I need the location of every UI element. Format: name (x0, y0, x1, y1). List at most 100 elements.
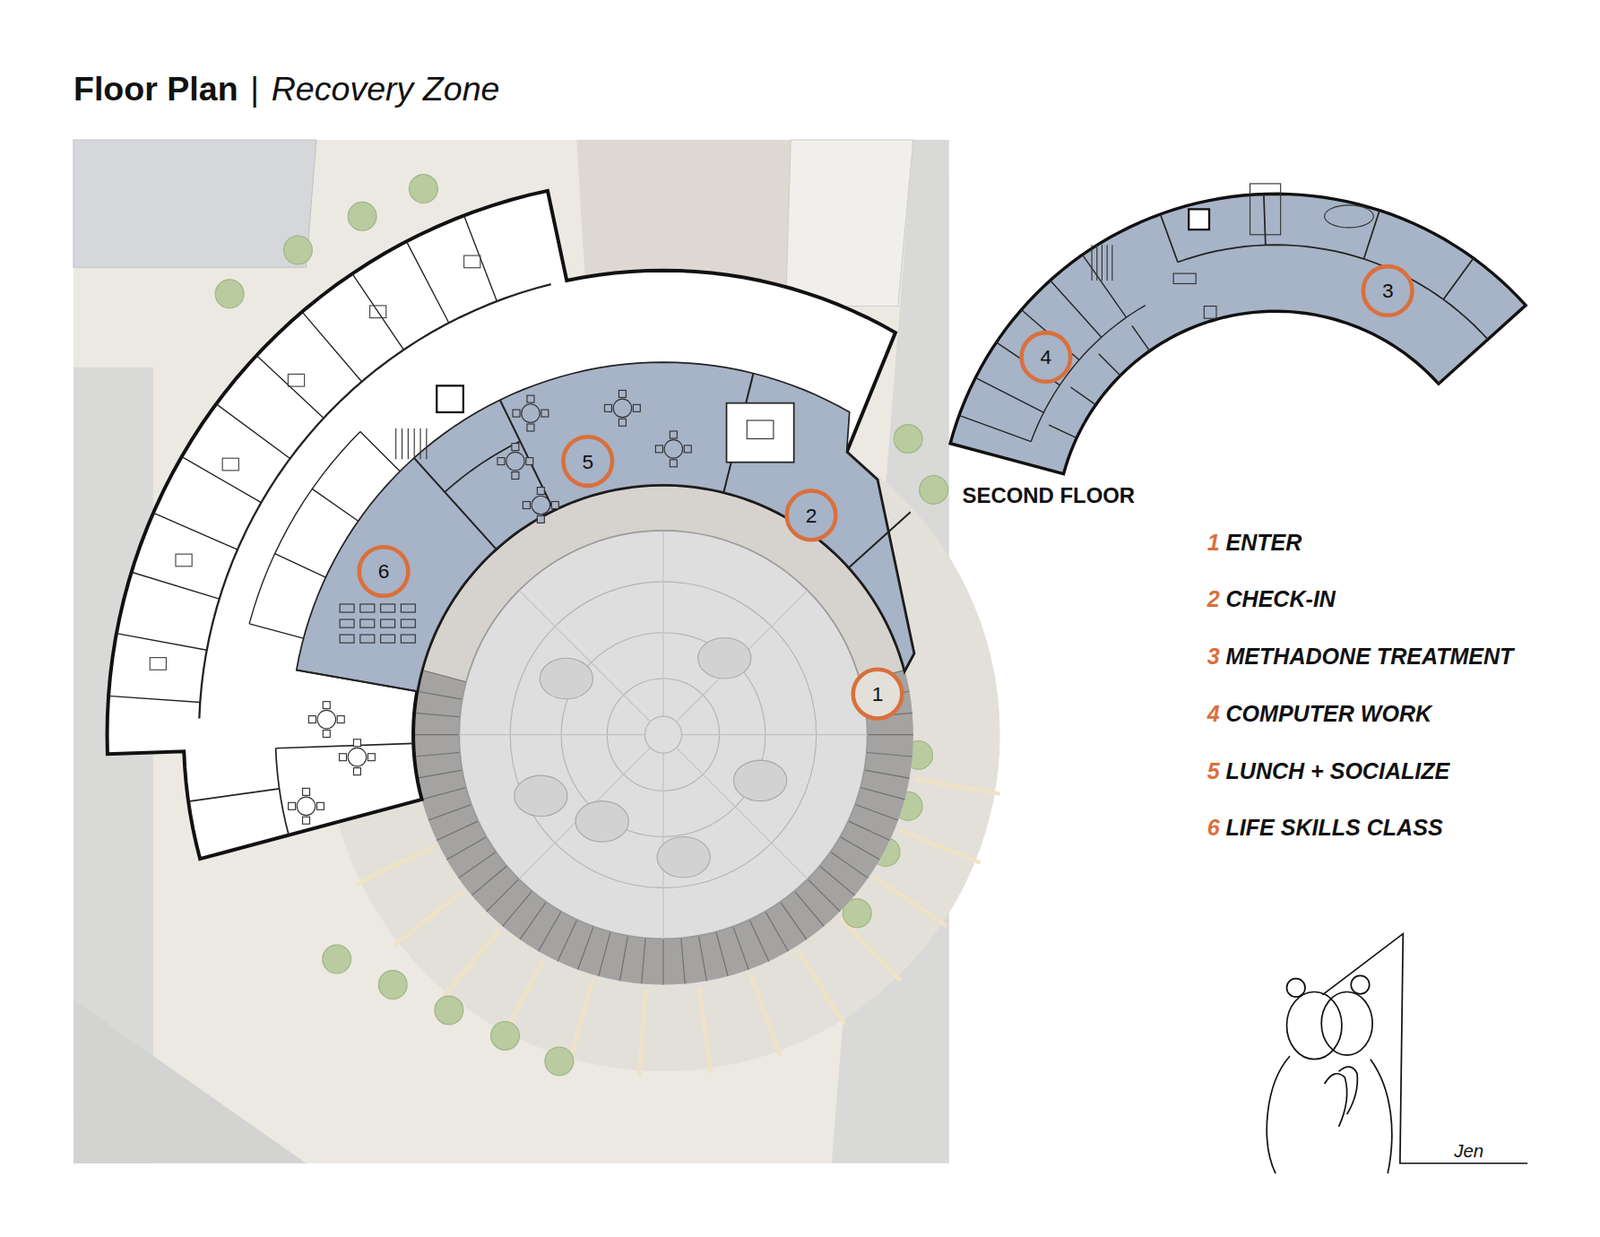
chair (302, 787, 311, 796)
dome-rib (675, 590, 808, 723)
wall (975, 377, 1044, 413)
desk (400, 619, 416, 628)
wall (500, 399, 554, 511)
step-label: COMPUTER WORK (1225, 700, 1432, 727)
planting (657, 836, 710, 878)
step-line (414, 752, 460, 756)
step-line (428, 804, 472, 822)
chair (551, 501, 559, 510)
callout-circle: 3 (1361, 264, 1415, 318)
chair (322, 730, 330, 738)
second-floor (950, 183, 1526, 475)
wall (1048, 424, 1077, 438)
planting (698, 637, 752, 679)
step-line (502, 890, 533, 926)
table (506, 451, 525, 470)
chair (536, 487, 545, 495)
step-label: LUNCH + SOCIALIZE (1225, 758, 1450, 785)
neighbour-building (786, 139, 914, 307)
dome-rib (681, 734, 867, 736)
chair (618, 418, 626, 426)
table (521, 404, 540, 423)
desk (339, 604, 355, 613)
planting (514, 775, 568, 817)
chair (353, 768, 361, 776)
window-frame (1322, 934, 1528, 1164)
sofa (1203, 306, 1217, 320)
planting (734, 760, 788, 802)
figure-head (1287, 992, 1342, 1060)
tree (491, 1021, 520, 1051)
chair (522, 501, 530, 510)
office-desk (149, 657, 166, 671)
step-label: LIFE SKILLS CLASS (1225, 815, 1443, 842)
planting (575, 801, 629, 843)
step-line (413, 734, 459, 736)
dome-rib (518, 590, 651, 723)
step-line (716, 932, 728, 977)
title-separator: | (250, 69, 260, 108)
table-set (308, 701, 345, 738)
chair (655, 445, 663, 453)
callout-number: 3 (1382, 279, 1394, 303)
table (613, 398, 632, 417)
step-line (749, 919, 770, 961)
desk (380, 619, 396, 628)
wall (276, 743, 415, 748)
step-line (819, 865, 855, 896)
wall (216, 404, 290, 459)
callout-number: 1 (1207, 529, 1220, 556)
step-line (860, 787, 905, 800)
plaza-ring (413, 484, 914, 986)
building-outline (107, 190, 915, 859)
callout-number: 5 (581, 449, 594, 473)
light-ray (639, 989, 646, 1077)
chair (497, 458, 505, 466)
chair (316, 802, 324, 810)
first-floor (107, 190, 915, 859)
desk (339, 619, 355, 628)
chair (536, 515, 545, 523)
figure-head (1321, 992, 1373, 1056)
callout-circle: 6 (356, 544, 410, 598)
step-line (471, 865, 507, 896)
callout-ring (853, 669, 903, 719)
wall (198, 284, 551, 719)
wall (1177, 244, 1488, 339)
desk (400, 634, 416, 643)
office-desk (287, 373, 304, 387)
wall (256, 355, 324, 419)
callout-number: 4 (1207, 700, 1220, 727)
tree (215, 279, 244, 309)
chair (288, 802, 296, 810)
wall (360, 432, 400, 472)
light-ray (355, 846, 434, 884)
meeting-table (1250, 183, 1281, 235)
stair-tread (1111, 244, 1113, 281)
recovery-zone-area (296, 362, 915, 692)
step-line (416, 769, 462, 779)
neighbour-building (73, 139, 317, 268)
stair-tread (419, 428, 421, 459)
step-line (847, 821, 890, 841)
table-set (522, 487, 559, 524)
step-line (557, 919, 578, 961)
step-line (839, 836, 880, 860)
wall (296, 669, 418, 692)
table (664, 440, 683, 459)
wall (249, 432, 361, 624)
step-line (867, 734, 914, 736)
wall (1132, 325, 1151, 351)
stair-tread (1096, 244, 1098, 281)
callout-number: 1 (872, 683, 884, 706)
step-line (641, 937, 646, 984)
signature-figure (1266, 934, 1528, 1175)
elevator (1188, 208, 1210, 230)
subtitle: Recovery Zone (271, 69, 501, 108)
step-line (681, 937, 685, 984)
wall (1363, 210, 1380, 260)
desk (360, 604, 375, 613)
step-line (620, 935, 629, 981)
wall (108, 695, 200, 702)
